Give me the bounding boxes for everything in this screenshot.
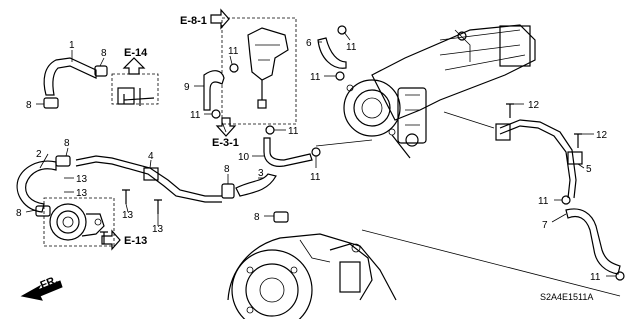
ref-e14: E-14: [124, 47, 148, 59]
pipe-4: [75, 155, 222, 197]
hose-9: [203, 70, 225, 111]
front-arrow-icon: [20, 280, 63, 301]
callout-8: 8: [224, 164, 230, 175]
hose-2: [16, 160, 57, 213]
callout-12: 12: [528, 100, 540, 111]
callout-2: 2: [36, 149, 42, 160]
engine-block: [227, 233, 397, 319]
hose-10: [263, 137, 313, 167]
callout-11: 11: [538, 196, 549, 207]
e8-1-box: [221, 17, 297, 125]
callout-5: 5: [586, 164, 592, 175]
callout-9: 9: [184, 82, 190, 93]
callout-11: 11: [190, 110, 201, 121]
callout-13: 13: [122, 210, 134, 221]
ref-e13: E-13: [124, 235, 147, 247]
hose-3: [235, 173, 277, 197]
clamps: [35, 65, 289, 223]
ref-e3-1: E-3-1: [212, 137, 239, 149]
callout-11: 11: [310, 172, 321, 183]
fasteners: [100, 25, 625, 281]
leader-lines: [25, 31, 621, 297]
hose-6: [317, 37, 347, 69]
callout-6: 6: [306, 38, 312, 49]
e13-reference: [101, 229, 121, 251]
callout-13: 13: [76, 174, 88, 185]
callout-12: 12: [596, 130, 608, 141]
callout-13: 13: [76, 188, 88, 199]
e81-reference: [210, 8, 230, 30]
callout-8: 8: [254, 212, 260, 223]
e14-reference: [111, 57, 159, 105]
ref-e8-1: E-8-1: [180, 15, 207, 27]
callout-8: 8: [16, 208, 22, 219]
throttle-body-assembly: [343, 24, 536, 159]
pipe-5: [499, 119, 577, 199]
callout-11: 11: [288, 126, 299, 137]
callout-3: 3: [258, 168, 264, 179]
callout-4: 4: [148, 151, 154, 162]
e31-reference: [215, 117, 237, 137]
callout-10: 10: [238, 152, 250, 163]
callout-1: 1: [69, 40, 75, 51]
water-pump: [43, 197, 115, 247]
callout-7: 7: [542, 220, 548, 231]
callout-13: 13: [152, 224, 164, 235]
callout-11: 11: [590, 272, 601, 283]
callout-11: 11: [346, 42, 357, 53]
hose-1: [43, 57, 97, 96]
callout-8: 8: [26, 100, 32, 111]
callout-8: 8: [101, 48, 107, 59]
callout-11: 11: [310, 72, 321, 83]
diagram-code: S2A4E1511A: [540, 292, 593, 302]
callout-11: 11: [228, 46, 239, 57]
hose-7: [565, 208, 621, 275]
callout-8: 8: [64, 138, 70, 149]
